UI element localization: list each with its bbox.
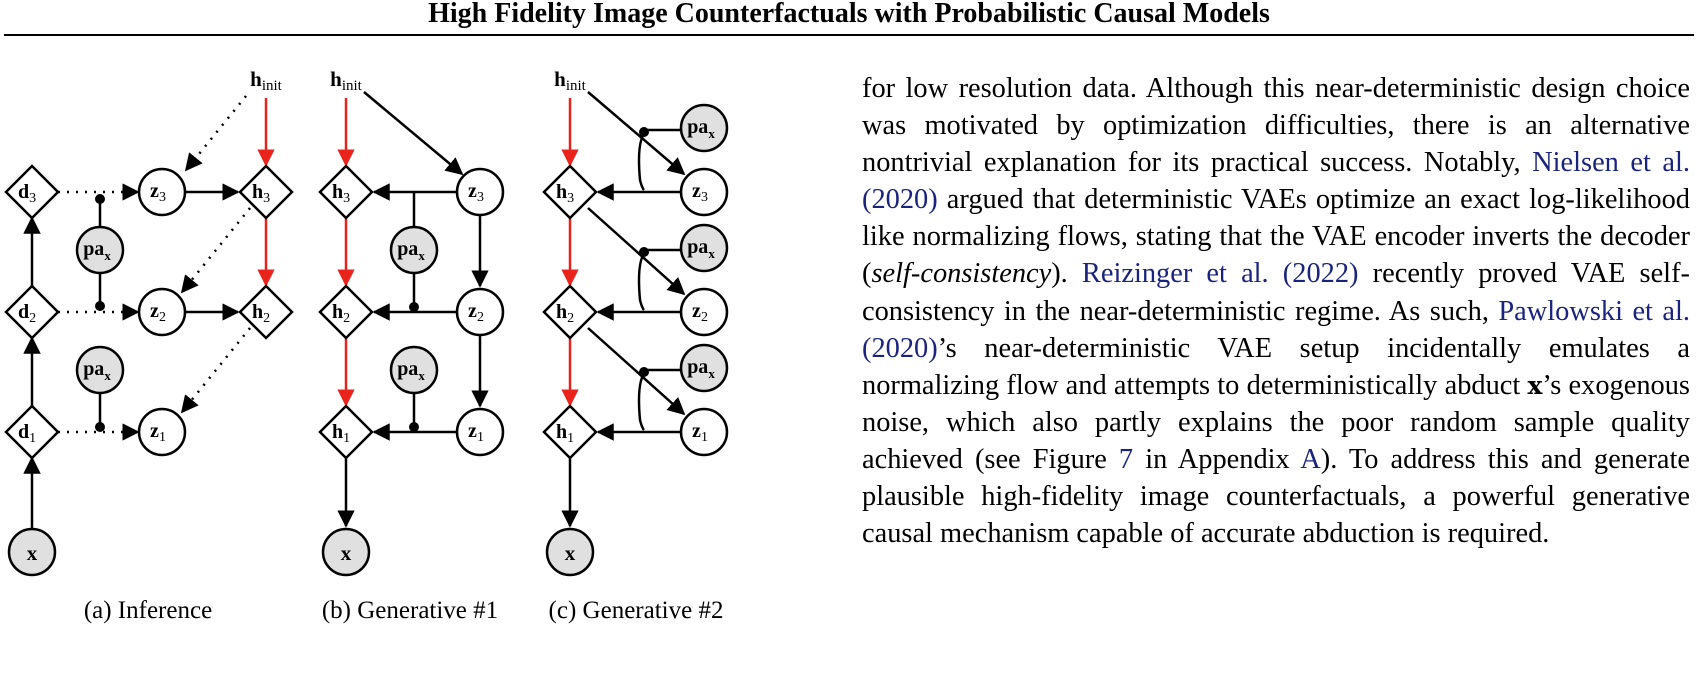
citation-pawlowski[interactable]: Pawlowski et al. (2020) [862,295,1690,364]
svg-text:hinit: hinit [330,67,363,94]
svg-text:h2: h2 [332,301,350,326]
svg-text:hinit: hinit [250,67,283,94]
svg-text:h1: h1 [556,421,574,446]
svg-text:x: x [341,541,352,565]
svg-text:h3: h3 [252,181,270,206]
svg-text:h2: h2 [252,301,270,326]
svg-text:z3: z3 [692,180,708,205]
body-paragraph: for low resolution data. Although this n… [862,73,1691,550]
citation-reizinger[interactable]: Reizinger et al. (2022) [1081,258,1359,290]
svg-text:z1: z1 [150,420,166,445]
svg-text:h3: h3 [332,181,350,206]
caption-b: (b) Generative #1 [322,597,498,624]
figure-graphical-models: hinit x d3 d2 d1 pax pax z3 z2 z1 h3 h2 … [4,67,729,624]
svg-text:h1: h1 [332,421,350,446]
svg-text:pax: pax [397,238,425,263]
svg-text:z1: z1 [468,420,484,445]
figure-ref-7[interactable]: 7 [1118,443,1134,475]
svg-text:pax: pax [83,238,111,263]
panel-generative-1: hinit h3 h2 h1 x pax pax z3 z2 z1 (b) Ge… [318,67,505,624]
citation-nielsen[interactable]: Nielsen et al. (2020) [862,147,1690,216]
svg-text:z2: z2 [150,300,166,325]
svg-text:x: x [27,541,38,565]
panel-inference: hinit x d3 d2 d1 pax pax z3 z2 z1 h3 h2 … [4,67,294,624]
svg-text:x: x [565,541,576,565]
svg-text:z3: z3 [468,180,484,205]
svg-text:d1: d1 [18,421,36,446]
svg-text:z1: z1 [692,420,708,445]
svg-text:d3: d3 [18,181,36,206]
svg-text:z3: z3 [150,180,166,205]
svg-text:d2: d2 [18,301,36,326]
svg-text:z2: z2 [692,300,708,325]
appendix-ref-a[interactable]: A [1300,443,1321,475]
panel-generative-2: hinit h3 h2 h1 x pax pax pax z3 z2 z1 (c… [542,67,729,624]
svg-text:pax: pax [687,236,715,261]
header-rule [4,34,1694,36]
svg-text:hinit: hinit [554,67,587,94]
running-header-title: High Fidelity Image Counterfactuals with… [428,0,1270,29]
caption-c: (c) Generative #2 [549,597,724,624]
svg-text:z2: z2 [468,300,484,325]
svg-text:h2: h2 [556,301,574,326]
svg-text:pax: pax [687,356,715,381]
svg-text:pax: pax [397,358,425,383]
svg-text:pax: pax [687,116,715,141]
svg-text:pax: pax [83,358,111,383]
svg-text:h3: h3 [556,181,574,206]
caption-a: (a) Inference [84,597,212,624]
